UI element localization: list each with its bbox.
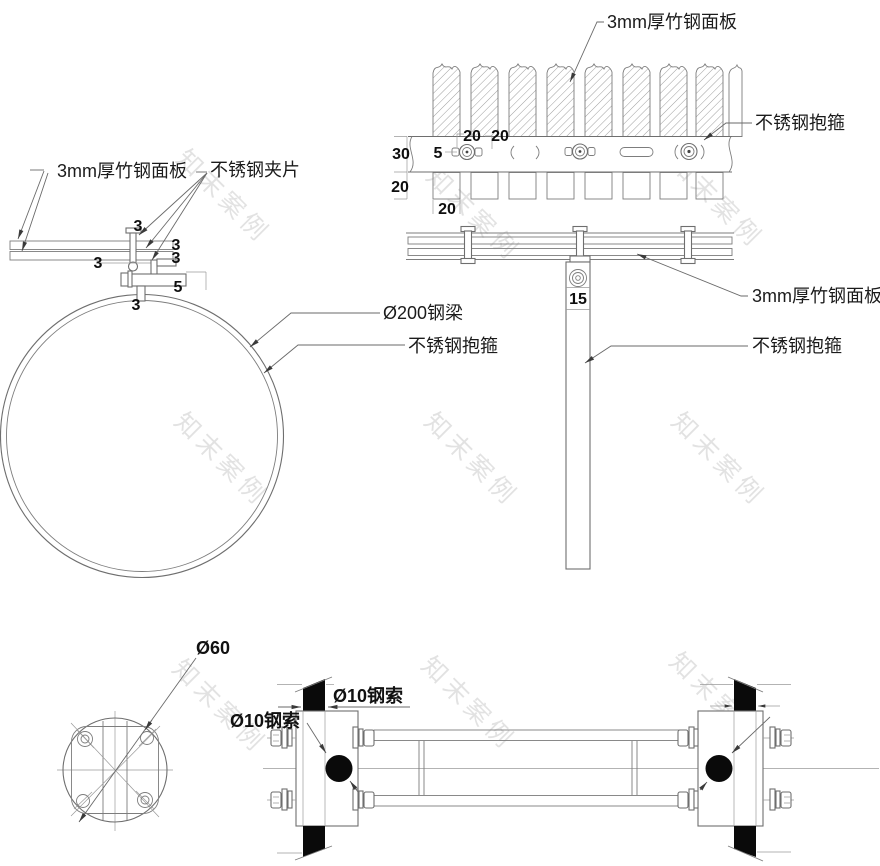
left-cable-clamp xyxy=(267,676,375,861)
dim-diameter-60: Ø60 xyxy=(196,638,230,658)
dim-strip-width-20: 20 xyxy=(438,201,456,218)
label-cable-d10-top: Ø10钢索 xyxy=(333,685,403,706)
dim-clip-top: 3 xyxy=(134,218,143,235)
bolt xyxy=(763,788,794,811)
leader-lines xyxy=(17,169,405,374)
label-panel-3mm: 3mm厚竹钢面板 xyxy=(607,12,737,32)
cable-dimensions xyxy=(278,704,410,793)
watermark-text: 知末案例 xyxy=(666,407,771,512)
label-panel-3mm: 3mm厚竹钢面板 xyxy=(57,161,187,181)
label-cable-d10-side: Ø10钢索 xyxy=(230,710,300,731)
label-hoop: 不锈钢抱箍 xyxy=(752,336,842,356)
label-stainless-clip: 不锈钢夹片 xyxy=(210,160,300,180)
break-mark-right xyxy=(535,145,540,160)
detail-panel-elevation: 3mm厚竹钢面板 不锈钢抱箍 30 20 5 20 20 20 xyxy=(391,12,845,218)
bolt xyxy=(267,726,296,749)
dim-band-height-30: 30 xyxy=(392,146,410,163)
label-hoop: 不锈钢抱箍 xyxy=(408,336,498,356)
cable-section-dot xyxy=(705,755,733,782)
detail-hoop-section: 3mm厚竹钢面板 不锈钢抱箍 15 xyxy=(406,225,880,570)
hoop-band xyxy=(408,135,733,173)
cable-section-dot xyxy=(325,755,353,782)
hoop-strap-post xyxy=(565,255,591,570)
band-slot xyxy=(619,147,654,157)
bolt xyxy=(677,726,699,749)
dim-strip-below-20: 20 xyxy=(391,179,409,196)
dimension-ticks xyxy=(394,133,493,214)
label-hoop: 不锈钢抱箍 xyxy=(755,113,845,133)
watermark-text: 知末案例 xyxy=(169,407,274,512)
dim-strap: 3 xyxy=(132,297,141,314)
leader-hoop xyxy=(584,345,748,364)
dim-spacing-20b: 20 xyxy=(491,128,509,145)
stainless-clip xyxy=(96,227,151,272)
label-beam-d200: Ø200钢梁 xyxy=(383,303,463,323)
leader-panel-top xyxy=(569,21,604,83)
connector-tube xyxy=(373,729,685,807)
bamboo-panel-strip-upper xyxy=(9,240,174,250)
bolt xyxy=(677,788,699,811)
dim-edge-offset-5: 5 xyxy=(434,145,443,162)
band-bolt-1 xyxy=(451,143,483,161)
bolt xyxy=(352,726,375,749)
band-bolt-2 xyxy=(564,143,596,160)
right-cable-clamp xyxy=(677,676,794,862)
diameter-dim-arrow xyxy=(144,719,153,731)
bolt xyxy=(267,788,296,811)
dim-bracket-gap: 5 xyxy=(174,279,183,296)
break-mark-left xyxy=(510,145,515,160)
watermark-text: 知末案例 xyxy=(421,162,526,267)
detail-flange-plan: Ø60 xyxy=(57,638,230,831)
bolt xyxy=(352,788,375,811)
bamboo-panel-strip-lower xyxy=(9,251,174,261)
panel-clips xyxy=(460,225,696,265)
leader-panel xyxy=(636,253,748,297)
watermark-text: 知末案例 xyxy=(167,654,272,759)
leader-hoop-right xyxy=(703,122,752,141)
flange-circle xyxy=(62,717,168,823)
diameter-dim-line xyxy=(78,657,197,823)
hoop-bracket xyxy=(120,258,207,302)
dim-panel-left: 3 xyxy=(94,255,103,272)
dim-panel-right-upper: 3 xyxy=(172,237,181,254)
flange-bolts xyxy=(76,731,154,808)
bolt xyxy=(763,726,794,749)
steel-beam-inner-circle xyxy=(6,300,278,572)
watermark-text: 知末案例 xyxy=(419,407,524,512)
steel-beam-outer-circle xyxy=(0,293,285,579)
flange-plate xyxy=(71,726,159,814)
detail-panel-clamp-and-beam: 3mm厚竹钢面板 不锈钢夹片 Ø200钢梁 不锈钢抱箍 3 3 3 3 5 3 xyxy=(0,160,498,579)
panel-strips-above xyxy=(432,63,743,137)
dim-strap-width-15: 15 xyxy=(569,291,587,308)
band-bolt-3 xyxy=(674,142,705,161)
dim-spacing-20a: 20 xyxy=(463,128,481,145)
dim-panel-right-lower: 3 xyxy=(172,250,181,267)
detail-cable-connection: Ø10钢索 Ø10钢索 xyxy=(230,676,879,862)
label-panel-3mm: 3mm厚竹钢面板 xyxy=(752,286,880,306)
